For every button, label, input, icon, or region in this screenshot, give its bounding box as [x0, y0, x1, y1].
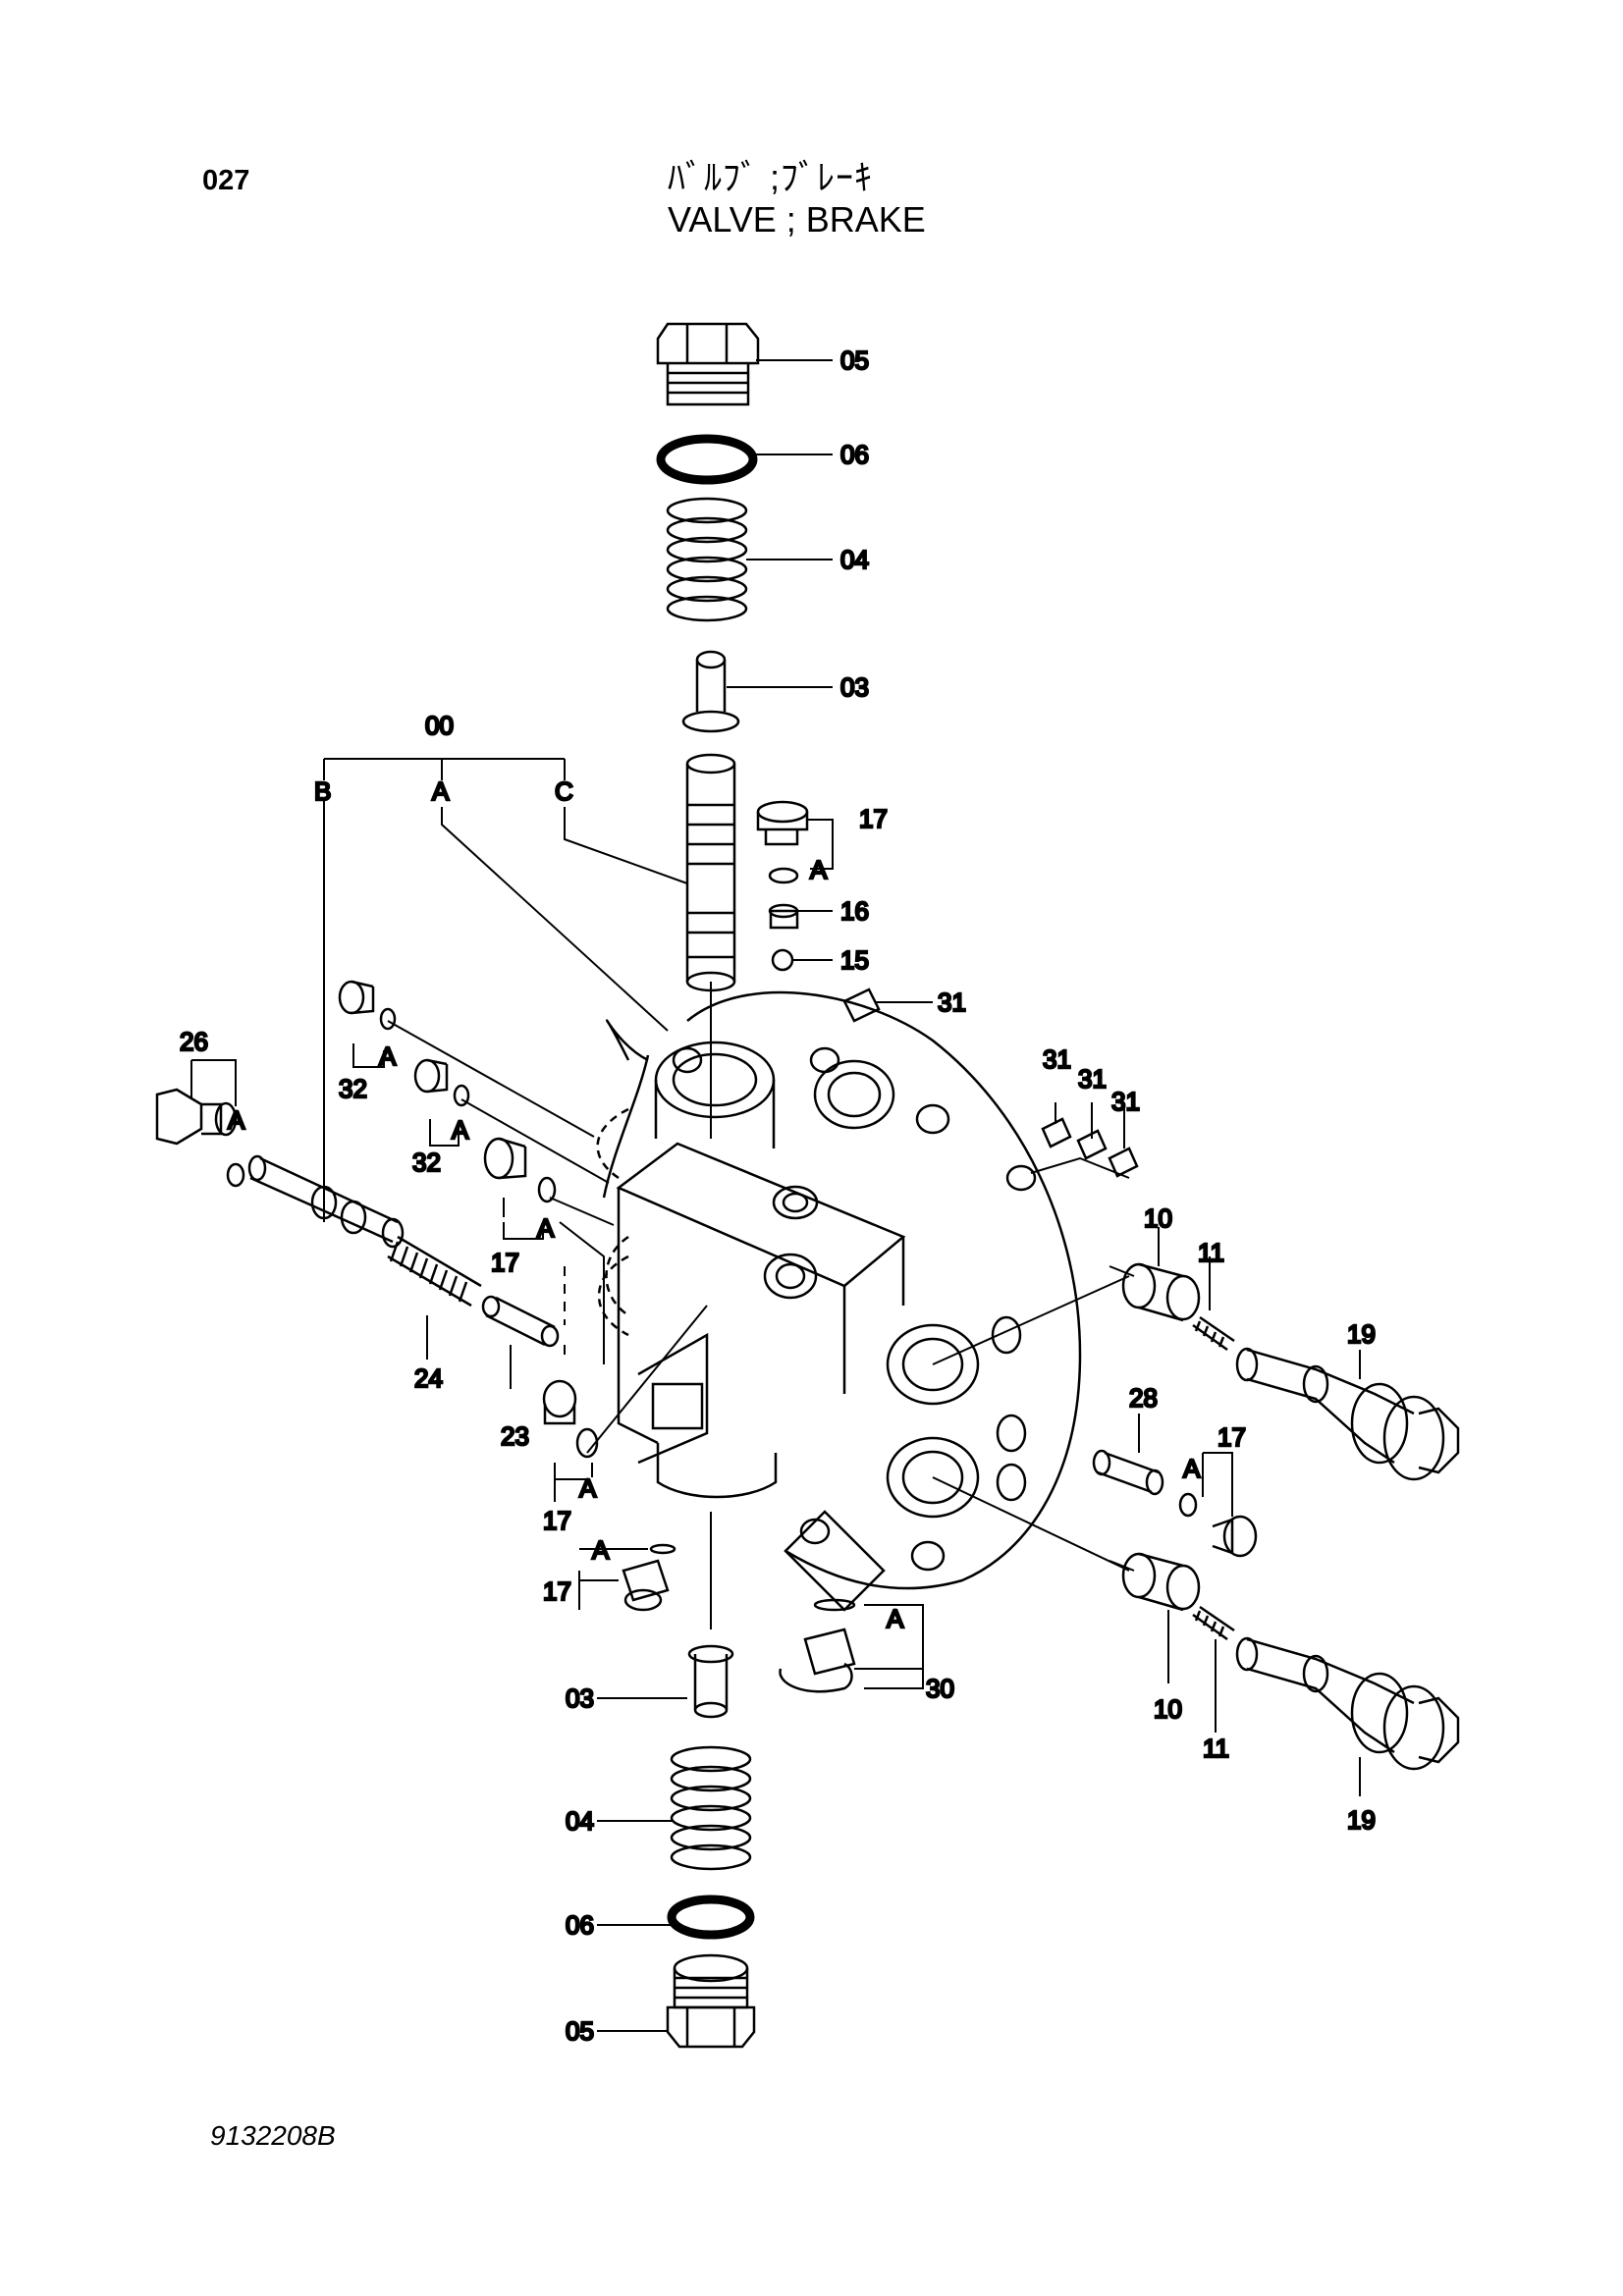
spring-seat-top [681, 650, 740, 733]
callout-26: 26 [180, 1027, 208, 1056]
view-label-b: B [314, 776, 331, 806]
callout-17-top: 17 [859, 804, 888, 833]
callout-16: 16 [840, 896, 869, 926]
callout-32-b: 32 [412, 1148, 441, 1177]
callout-00: 00 [425, 711, 454, 740]
leader-lines [190, 359, 1361, 2032]
spring-bottom [670, 1745, 752, 1871]
o-ring-32-a [379, 1007, 397, 1031]
callout-06-bottom: 06 [566, 1910, 594, 1940]
o-ring-17-bottom [649, 1543, 676, 1555]
callout-32-a: 32 [339, 1074, 367, 1103]
callout-17-mid: 17 [543, 1506, 571, 1535]
callout-31-b: 31 [1043, 1044, 1071, 1074]
o-ring-17-top [768, 867, 799, 884]
plug-32-b [413, 1058, 449, 1094]
seal-kit-a-17right: A [1183, 1454, 1201, 1483]
callout-05-bottom: 05 [566, 2016, 594, 2046]
page-number: 027 [202, 165, 250, 196]
title-english: VALVE ; BRAKE [668, 199, 926, 240]
callout-06-top: 06 [840, 440, 869, 469]
callout-17-bottom: 17 [543, 1576, 571, 1606]
view-label-a: A [432, 776, 450, 806]
callout-31-d: 31 [1111, 1087, 1140, 1116]
callout-28: 28 [1129, 1383, 1158, 1413]
callout-24: 24 [414, 1363, 443, 1393]
plug-17-right [1212, 1515, 1258, 1558]
spring-seat-bottom [687, 1644, 734, 1719]
callout-19-bottom: 19 [1347, 1805, 1376, 1835]
callout-31-a: 31 [938, 988, 966, 1017]
plug-17-left [483, 1137, 527, 1180]
valve-body [596, 990, 1082, 1612]
relief-valve-19-top [1235, 1347, 1460, 1481]
relief-valve-19-bottom [1235, 1636, 1460, 1771]
seal-kit-a-32a: A [379, 1041, 397, 1071]
plug-16 [768, 903, 799, 930]
o-ring-top [656, 434, 758, 485]
o-ring-26 [226, 1162, 245, 1188]
plug-17-mid [542, 1379, 577, 1425]
view-label-c: C [555, 776, 573, 806]
o-ring-32-b [453, 1084, 470, 1107]
o-ring-17-right [1178, 1492, 1198, 1518]
seal-kit-a-17top: A [810, 855, 828, 884]
callout-05-top: 05 [840, 346, 869, 375]
fitting-26 [155, 1088, 238, 1146]
callout-17-right: 17 [1217, 1422, 1246, 1452]
seal-kit-a-26: A [228, 1105, 245, 1135]
check-valve-10-bottom [1121, 1552, 1201, 1612]
o-ring-17-left [537, 1176, 557, 1203]
plug-31-top [842, 988, 881, 1023]
pin-23 [481, 1295, 560, 1348]
callout-03-top: 03 [840, 672, 869, 702]
title-japanese: ﾊﾞﾙﾌﾞ ;ﾌﾞﾚｰｷ [668, 157, 874, 197]
plug-17-top [756, 800, 809, 846]
seal-kit-a-17bottom: A [592, 1535, 610, 1565]
spring-24 [387, 1235, 482, 1308]
callout-30: 30 [926, 1674, 954, 1703]
callout-23: 23 [501, 1421, 529, 1451]
callout-15: 15 [840, 945, 869, 975]
check-valve-10-top [1121, 1262, 1201, 1322]
spring-11-top [1192, 1315, 1235, 1352]
spring-top [666, 497, 748, 622]
callout-04-top: 04 [840, 545, 869, 574]
drawing-number: 9132208B [210, 2120, 336, 2151]
callout-17-left: 17 [491, 1248, 519, 1277]
seal-kit-a-30: A [887, 1604, 904, 1633]
plug-bottom [666, 1953, 756, 2049]
callout-19-top: 19 [1347, 1319, 1376, 1349]
o-ring-30 [813, 1598, 856, 1612]
seal-kit-a-17mid: A [579, 1473, 597, 1503]
spool [685, 753, 736, 992]
seal-kit-a-17left: A [537, 1213, 555, 1243]
callout-10-top: 10 [1144, 1203, 1172, 1233]
piston-28 [1092, 1449, 1164, 1496]
ball-15 [771, 948, 794, 972]
plug-32-a [338, 980, 375, 1015]
plug-30 [779, 1628, 856, 1693]
o-ring-17-mid [575, 1427, 599, 1459]
o-ring-bottom [667, 1895, 755, 1940]
seal-kit-a-32b: A [452, 1115, 469, 1145]
spring-11-bottom [1192, 1605, 1235, 1641]
plug-17-bottom [622, 1559, 670, 1612]
piston-left [247, 1154, 405, 1249]
callout-03-bottom: 03 [566, 1683, 594, 1713]
plugs-31 [1041, 1117, 1139, 1178]
callout-11-top: 11 [1198, 1238, 1224, 1267]
callout-11-bottom: 11 [1203, 1734, 1229, 1763]
callout-10-bottom: 10 [1154, 1694, 1182, 1724]
callout-04-bottom: 04 [566, 1806, 594, 1836]
plug-top [656, 322, 760, 406]
callout-31-c: 31 [1078, 1064, 1107, 1094]
